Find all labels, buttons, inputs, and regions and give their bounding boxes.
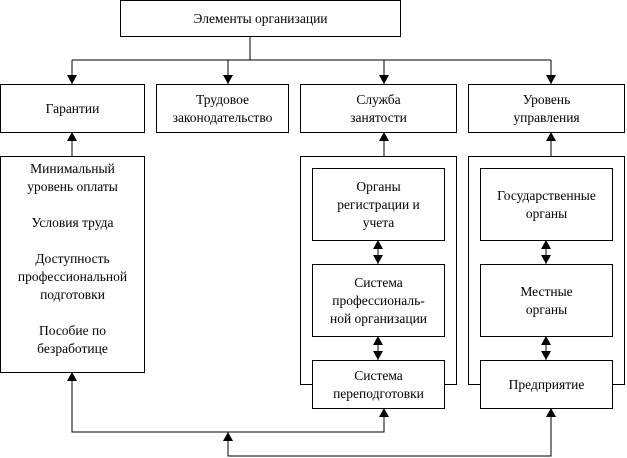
category-employment-service: Служба занятости [300,84,457,133]
category-guarantees: Гарантии [0,84,145,133]
item-label: переподготовки [333,385,424,401]
item-label: регистрации и [337,196,420,212]
arrow-up-ml-2 [541,336,551,345]
arrow-down-labor-law [223,75,233,84]
category-label: Гарантии [45,100,100,116]
guarantee-item-training-access: профессиональной [17,269,128,284]
arrow-down-employment [379,75,389,84]
es-registration: Органы регистрации и учета [312,168,445,241]
arrow-down-management [546,75,556,84]
category-label: занятости [350,109,407,125]
guarantee-item-unemployment-benefit: безработице [37,341,108,356]
guarantee-item-min-wage: уровень оплаты [27,179,118,194]
arrow-up-es-1 [373,240,383,249]
item-label: органы [525,301,568,317]
es-retraining: Система переподготовки [312,360,445,409]
item-label: ной организации [329,310,428,326]
item-label: Предприятие [508,376,585,392]
item-label: Государственные [497,187,596,203]
ml-local-bodies: Местные органы [480,264,613,337]
category-labor-law: Трудовое законодательство [156,84,289,133]
arrow-down-ml-3 [541,351,551,360]
arrow-down-guarantees [67,75,77,84]
category-label: управления [513,109,580,125]
guarantees-list: Минимальный уровень оплаты Условия труда… [0,156,145,373]
arrow-down-es-2 [373,255,383,264]
arrow-up-ml-1 [541,240,551,249]
arrow-up-bus [223,432,233,441]
category-label: законодательство [172,109,273,125]
arrow-up-es-2 [373,336,383,345]
root-title: Элементы организации [193,10,328,26]
item-label: профессиональ- [332,292,425,308]
arrow-down-ml-2 [541,255,551,264]
arrow-up-guarantees [67,132,77,141]
item-label: органы [525,205,568,221]
arrow-up-employment [379,132,389,141]
category-management-level: Уровень управления [468,84,625,133]
item-label: Система [354,367,403,383]
arrow-up-guarantees-list [67,372,77,381]
item-label: учета [362,214,395,230]
arrow-up-management [546,132,556,141]
category-label: Служба [356,91,401,107]
guarantee-item-min-wage: Минимальный [30,161,115,176]
guarantee-item-training-access: подготовки [40,287,105,302]
guarantee-item-training-access: Доступность [35,251,110,266]
guarantee-item-unemployment-benefit: Пособие по [38,323,106,338]
category-label: Трудовое [195,91,249,107]
arrow-down-es-3 [373,351,383,360]
guarantee-item-work-conditions: Условия труда [31,215,114,230]
arrow-up-enterprise [546,408,556,417]
es-professional-org: Система профессиональ- ной организации [312,264,445,337]
root-box: Элементы организации [120,0,401,37]
connector-bottom-bus-2 [227,408,552,457]
ml-state-bodies: Государственные органы [480,168,613,241]
item-label: Органы [356,178,401,194]
item-label: Система [354,274,403,290]
item-label: Местные [520,283,573,299]
arrow-up-retraining [379,408,389,417]
ml-enterprise: Предприятие [480,360,613,409]
category-label: Уровень [522,91,571,107]
